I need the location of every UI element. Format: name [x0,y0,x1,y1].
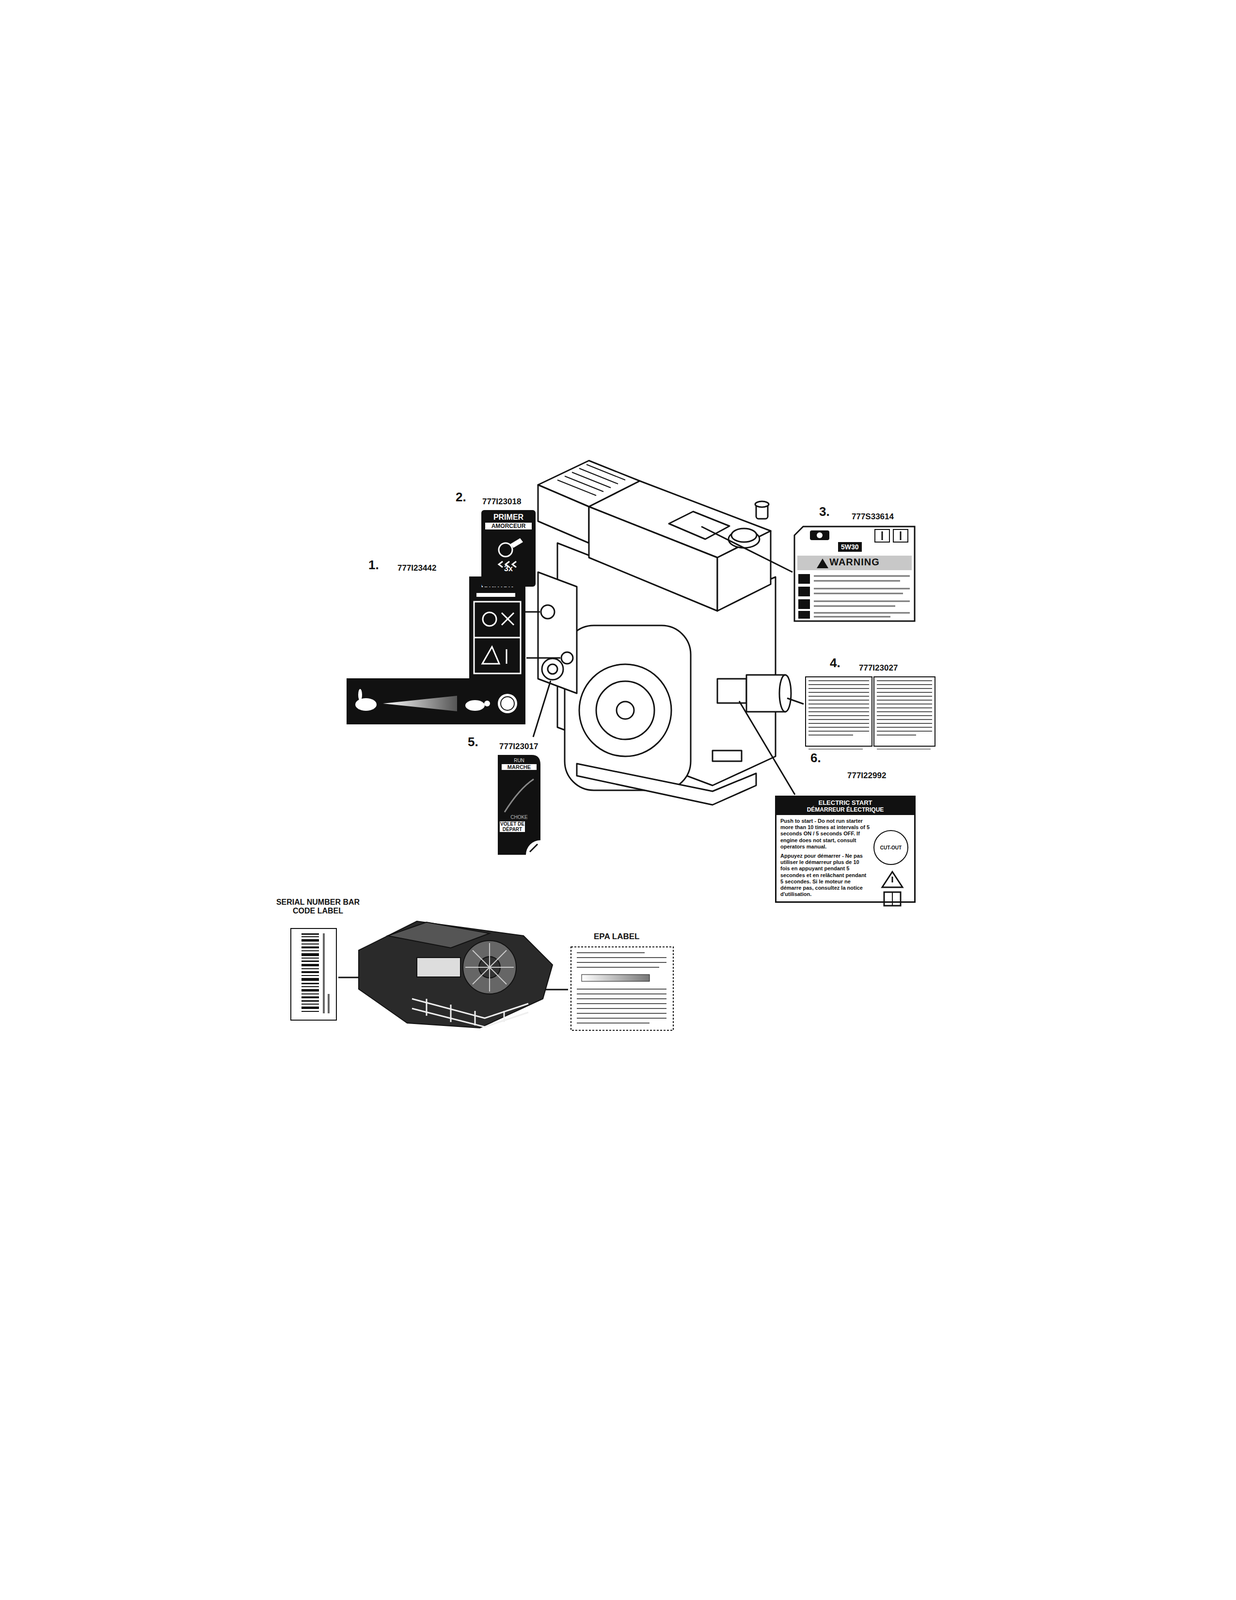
cut-out-circle: CUT-OUT [873,829,909,865]
part-number: 777S33614 [851,511,894,522]
decal-777I23027 [805,676,935,749]
decal-text: CUT-OUT [880,844,902,851]
part-number: 777I22992 [847,770,887,781]
decal-text: VOLET DE DÉPART [499,821,525,832]
callout-number: 3. [819,504,830,520]
decal-text: 5W30 [838,541,862,552]
decal-icons [880,869,905,909]
callout-number: 6. [810,750,822,766]
decal-art [346,576,526,725]
part-number: 777I23027 [858,663,898,673]
decal-text: RUN [497,754,541,763]
cut-out-inner: CUT-OUT [880,844,902,851]
electric-start-decal: ELECTRIC STARTDÉMARREUR ÉLECTRIQUE Push t… [775,795,916,903]
part-number: 777I23442 [397,563,437,573]
decal-text: ELECTRIC START [776,796,915,807]
decal-text: Appuyez pour démarrer - Ne pas utiliser … [780,852,870,898]
engine-drawing [538,460,792,805]
primer-decal: PRIMERAMORCEUR 3x [481,509,536,587]
label-name: SERIAL NUMBER BAR CODE LABEL [274,897,362,916]
decal-text: CHOKE [497,814,541,820]
decal-art [793,525,916,622]
callout-number: 2. [455,489,467,505]
choke-decal: RUNMARCHE CHOKEVOLET DE DÉPART [497,754,541,855]
warning-decal: 5W30WARNING [793,525,916,622]
decal-text: MARCHE [501,763,537,770]
part-number: 777I23018 [482,496,522,507]
decal-text: PRIMER [481,509,536,522]
label-name: EPA LABEL [593,931,640,942]
part-number: 777I23017 [499,741,539,752]
decal-text: 3x [481,564,536,573]
engine-bottom-view [358,920,553,1028]
barcode-label [290,928,337,1020]
leader-lines [338,526,804,990]
decal-text: DÉMARREUR ÉLECTRIQUE [776,806,915,815]
epa-label [570,946,674,1030]
callout-number: 1. [368,557,380,573]
decal-text: WARNING [793,556,916,568]
decal-art [481,509,536,587]
ignition-decal: IGNITION [346,576,526,725]
decal-text: AMORCEUR [485,522,532,530]
decal-text: Push to start - Do not run starter more … [780,817,870,850]
callout-number: 5. [467,734,479,750]
callout-number: 4. [829,655,841,671]
